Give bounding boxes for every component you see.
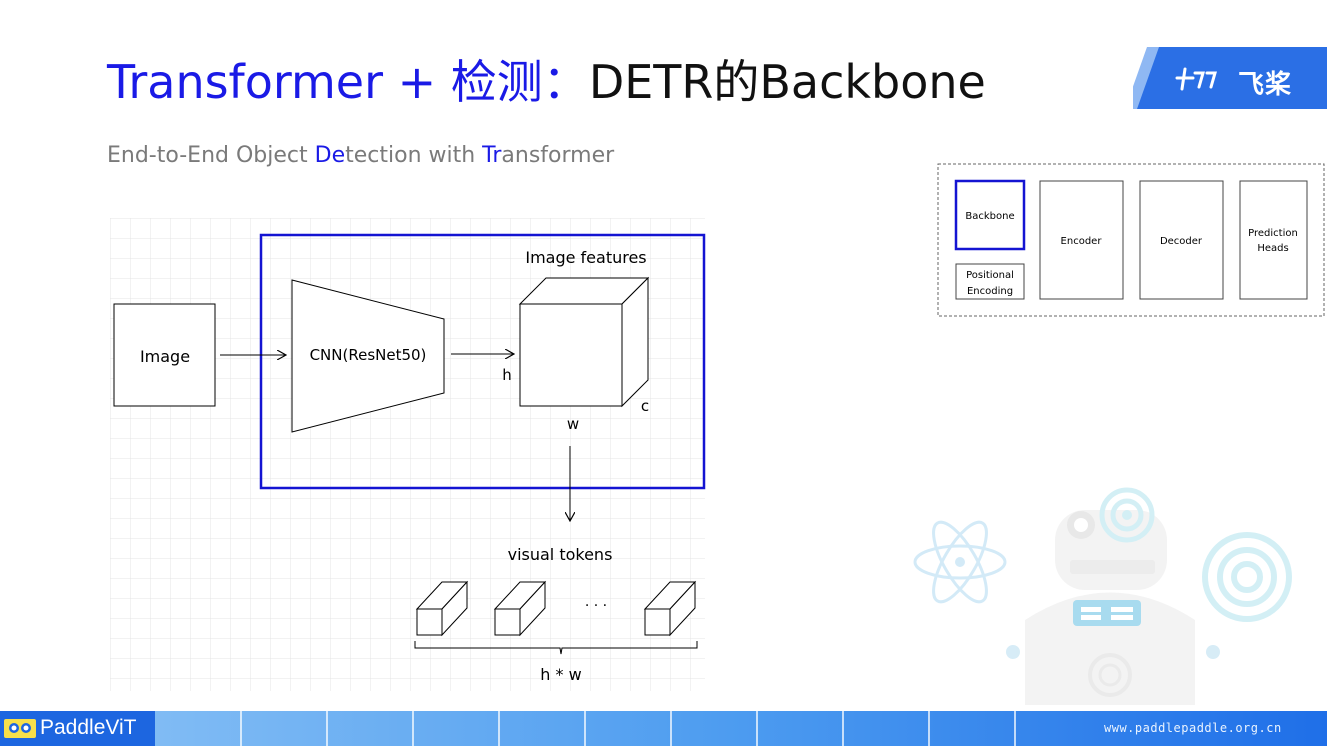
visual-token — [493, 580, 547, 637]
feature-cube — [518, 276, 650, 408]
backbone-highlight-box — [259, 233, 706, 490]
title-suffix: DETR的Backbone — [588, 55, 986, 109]
subtitle-highlight-tr: Tr — [482, 143, 502, 168]
overview-encoder-box — [1039, 180, 1124, 300]
paddlepaddle-logo — [1133, 47, 1327, 109]
logo-text: 飞桨 — [1238, 70, 1293, 100]
dim-w-label: w — [567, 415, 579, 433]
visual-token — [643, 580, 697, 637]
footer-brand-label: PaddleViT — [40, 716, 137, 739]
title-prefix: Transformer + 检测： — [107, 55, 589, 109]
tokens-ellipsis: · · · — [585, 598, 607, 614]
target-icon — [1202, 532, 1292, 622]
overview-encoder-label: Encoder — [1061, 236, 1103, 247]
overview-decoder-label: Decoder — [1160, 236, 1203, 247]
footer-url[interactable]: www.paddlepaddle.org.cn — [1104, 721, 1282, 735]
subtitle-part: tection with — [345, 143, 483, 168]
robot-panel — [1073, 600, 1141, 626]
detr-overview-diagram: Backbone Positional Encoding Encoder Dec… — [937, 163, 1325, 317]
overview-positional-line2: Encoding — [967, 286, 1013, 297]
visual-token — [415, 580, 469, 637]
slide-subtitle: End-to-End Object Detection with Transfo… — [107, 143, 614, 168]
cnn-label: CNN(ResNet50) — [310, 346, 427, 364]
slide-title: Transformer + 检测：DETR的Backbone — [107, 52, 986, 112]
paddlevit-logo-icon — [4, 719, 36, 738]
footer-brand: PaddleViT — [0, 711, 155, 746]
cnn-trapezoid — [291, 279, 445, 433]
dim-c-label: c — [641, 397, 649, 415]
tokens-brace — [414, 641, 698, 655]
subtitle-part: End-to-End Object — [107, 143, 315, 168]
overview-decoder-box — [1139, 180, 1224, 300]
robot-eye-icon — [1099, 487, 1155, 543]
image-input-label: Image — [140, 347, 190, 366]
overview-positional-box — [955, 263, 1025, 300]
overview-backbone-box — [954, 179, 1026, 251]
overview-prediction-box — [1239, 180, 1308, 300]
tokens-label: visual tokens — [508, 545, 613, 564]
image-input-box — [113, 303, 216, 407]
overview-prediction-line1: Prediction — [1248, 228, 1298, 239]
atom-icon — [913, 520, 1007, 604]
detr-backbone-diagram: Image CNN(ResNet50) Image features h w c… — [110, 218, 706, 691]
subtitle-highlight-de: De — [314, 143, 346, 168]
footer-bar — [0, 711, 1327, 746]
features-label: Image features — [525, 248, 646, 267]
overview-positional-line1: Positional — [966, 270, 1014, 281]
tokens-count-label: h * w — [540, 665, 581, 684]
robot-body — [1025, 592, 1195, 705]
overview-prediction-line2: Heads — [1257, 243, 1288, 254]
overview-backbone-label: Backbone — [965, 211, 1014, 222]
robot-illustration — [913, 487, 1292, 705]
subtitle-part: ansformer — [501, 143, 615, 168]
dim-h-label: h — [502, 366, 512, 384]
